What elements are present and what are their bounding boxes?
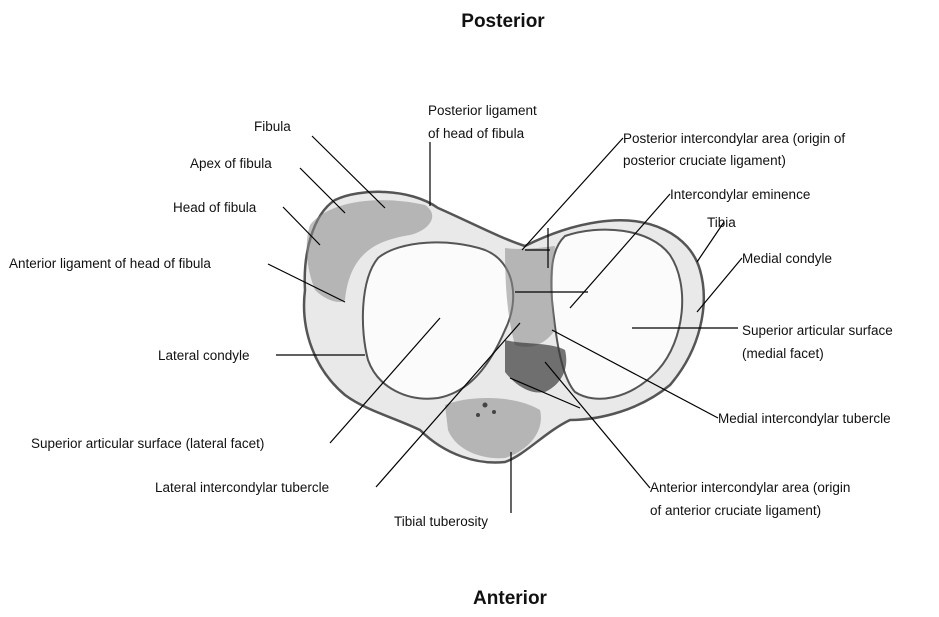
- label-tibial-tuberosity: Tibial tuberosity: [394, 514, 488, 529]
- label-lateral-intercondylar-tubercle: Lateral intercondylar tubercle: [155, 480, 329, 495]
- label-fibula: Fibula: [254, 119, 291, 134]
- label-head-of-fibula: Head of fibula: [173, 200, 257, 215]
- label-posterior-intercondylar-line2: posterior cruciate ligament): [623, 153, 786, 168]
- label-anterior-ligament-of-head-of-fibula: Anterior ligament of head of fibula: [9, 256, 211, 271]
- label-superior-articular-medial-line2: (medial facet): [742, 346, 824, 361]
- label-lateral-condyle: Lateral condyle: [158, 348, 250, 363]
- title-anterior: Anterior: [473, 588, 548, 609]
- nutrient-foramen-3: [476, 413, 480, 417]
- tibia-illustration: [304, 192, 704, 463]
- label-superior-articular-medial-line1: Superior articular surface: [742, 323, 893, 338]
- title-posterior: Posterior: [461, 11, 545, 32]
- label-medial-intercondylar-tubercle: Medial intercondylar tubercle: [718, 411, 891, 426]
- label-anterior-intercondylar-line2: of anterior cruciate ligament): [650, 503, 821, 518]
- label-posterior-ligament-line1: Posterior ligament: [428, 103, 537, 118]
- nutrient-foramen-2: [492, 410, 496, 414]
- label-apex-of-fibula: Apex of fibula: [190, 156, 272, 171]
- label-medial-condyle: Medial condyle: [742, 251, 832, 266]
- label-superior-articular-surface-lateral: Superior articular surface (lateral face…: [31, 436, 264, 451]
- nutrient-foramen-1: [483, 403, 488, 408]
- label-posterior-intercondylar-line1: Posterior intercondylar area (origin of: [623, 131, 845, 146]
- label-tibia: Tibia: [707, 215, 736, 230]
- label-posterior-ligament-line2: of head of fibula: [428, 126, 525, 141]
- leader-apex-of-fibula: [300, 168, 345, 213]
- label-intercondylar-eminence: Intercondylar eminence: [670, 187, 810, 202]
- label-anterior-intercondylar-line1: Anterior intercondylar area (origin: [650, 480, 850, 495]
